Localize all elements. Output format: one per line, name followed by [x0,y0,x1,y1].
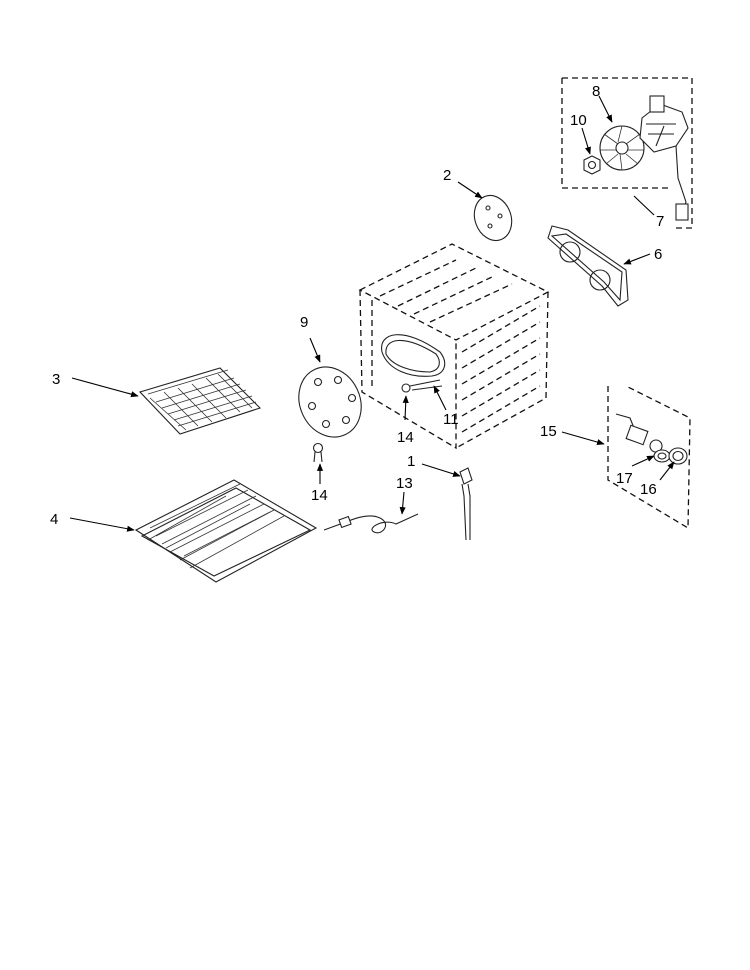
temperature-sensor-part [421,463,473,541]
light-assembly-group [561,385,691,530]
leader-3 [71,377,139,398]
leader-8 [598,95,613,123]
light-socket-part [615,413,663,453]
callout-17: 17 [616,470,633,487]
leader-2 [457,181,483,199]
oven-cavity-part [358,243,550,450]
sliding-rack-part [69,479,318,583]
callout-8: 8 [592,83,600,100]
callout-2: 2 [443,167,451,184]
callout-14a: 14 [397,429,414,446]
element-cover-plate-part [298,337,362,438]
heating-element-plate-part [547,225,651,307]
screw-part [312,442,324,484]
leader-14a [402,395,409,421]
callout-4: 4 [50,511,58,528]
leader-7 [633,195,655,216]
leader-11 [433,385,447,411]
leader-6 [623,253,651,265]
callout-16: 16 [640,481,657,498]
light-lens-part [653,449,671,463]
leader-9 [309,337,321,363]
leader-4 [69,517,135,532]
callout-9: 9 [300,314,308,331]
leader-15 [561,431,605,446]
callout-14b: 14 [311,487,328,504]
leader-17 [631,455,655,467]
fan-motor-part [639,95,689,221]
leader-16 [659,461,675,481]
light-cover-part [668,447,688,465]
leader-13 [399,491,406,515]
callout-15: 15 [540,423,557,440]
callout-11: 11 [443,411,459,428]
callout-13: 13 [396,475,413,492]
leader-10 [581,127,591,155]
callout-7: 7 [656,213,664,230]
fan-nut-part [583,155,601,175]
cover-plate-part [457,181,513,242]
callout-1: 1 [407,453,415,470]
callout-6: 6 [654,246,662,263]
meat-probe-part [323,491,419,534]
leader-1 [421,463,461,477]
fan-motor-group [561,77,693,229]
callout-10: 10 [570,112,587,129]
callout-3: 3 [52,371,60,388]
oven-rack-part [71,367,262,435]
fan-blade-part [599,125,645,171]
